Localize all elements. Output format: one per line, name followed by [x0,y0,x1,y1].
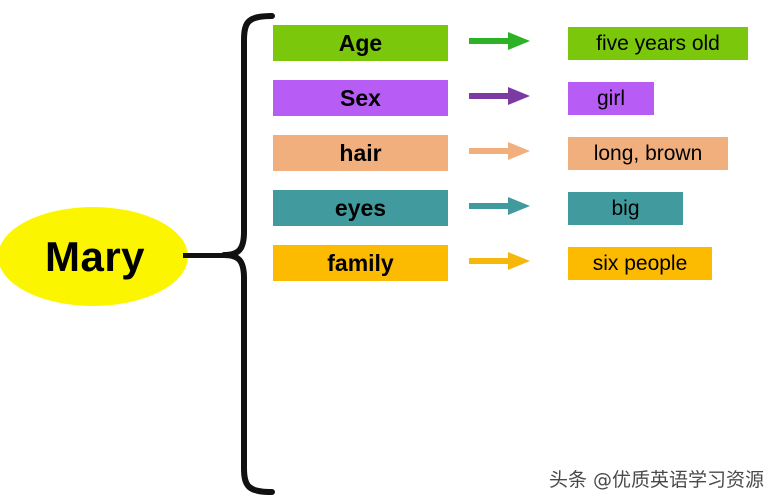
attribute-row-sex: Sex girl [0,78,778,122]
value-label-family: six people [592,252,688,275]
value-label-sex: girl [596,87,625,110]
arrow-family [468,249,530,273]
watermark-text: 头条 @优质英语学习资源 [548,469,764,491]
key-label-family: family [327,249,394,276]
key-box-hair[interactable]: hair [273,135,448,171]
center-ellipse-shape [0,207,188,306]
attribute-row-eyes: eyes big [0,188,778,232]
arrow-hair [468,139,530,163]
value-box-hair[interactable]: long, brown [568,137,728,170]
value-label-eyes: big [611,197,640,220]
key-box-age[interactable]: Age [273,25,448,61]
key-label-hair: hair [339,139,382,166]
value-label-hair: long, brown [593,142,703,165]
key-label-eyes: eyes [334,194,387,221]
value-box-age[interactable]: five years old [568,27,748,60]
attribute-row-age: Age five years old [0,23,778,67]
arrow-sex [468,84,530,108]
key-box-family[interactable]: family [273,245,448,281]
attribute-row-hair: hair long, brown [0,133,778,177]
value-box-eyes[interactable]: big [568,192,683,225]
value-box-family[interactable]: six people [568,247,712,280]
arrow-age [468,29,530,53]
center-node-label: Mary [44,232,146,280]
key-label-sex: Sex [340,84,381,111]
key-box-eyes[interactable]: eyes [273,190,448,226]
value-label-age: five years old [596,32,720,55]
curly-brace [214,10,276,498]
center-node-mary[interactable]: Mary [0,207,188,306]
key-box-sex[interactable]: Sex [273,80,448,116]
attribute-row-family: family six people [0,243,778,287]
arrow-eyes [468,194,530,218]
value-box-sex[interactable]: girl [568,82,654,115]
key-label-age: Age [338,29,383,56]
center-connector-line [183,253,225,258]
